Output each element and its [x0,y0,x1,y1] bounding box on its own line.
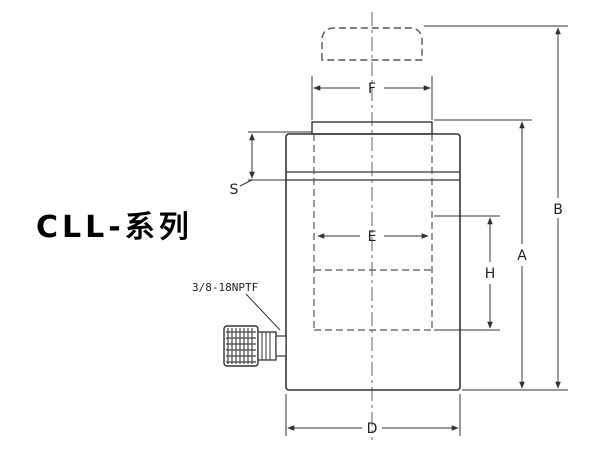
plunger-hidden [313,134,433,331]
dim-label-f: F [368,81,376,97]
dimension-s: S [230,131,312,198]
dimension-d: D [285,394,461,437]
dimension-f: F [311,76,433,120]
dimension-b: B [424,25,568,391]
saddle-cap [321,27,423,61]
dimension-a: A [434,119,532,391]
series-title: CLL-系列 [36,210,193,245]
dim-label-a: A [517,248,527,264]
port-leader [245,293,281,331]
cylinder-body [285,133,461,391]
dim-label-d: D [367,421,378,437]
dimension-e: E [317,229,429,245]
dim-label-e: E [368,229,377,245]
coupler-fitting [223,325,287,367]
dimension-h: H [434,215,500,331]
dim-label-b: B [553,202,563,218]
port-label: 3/8-18NPTF [192,281,258,294]
knurl-pattern [226,328,256,364]
dim-label-h: H [485,266,496,282]
dim-label-s: S [230,182,239,198]
